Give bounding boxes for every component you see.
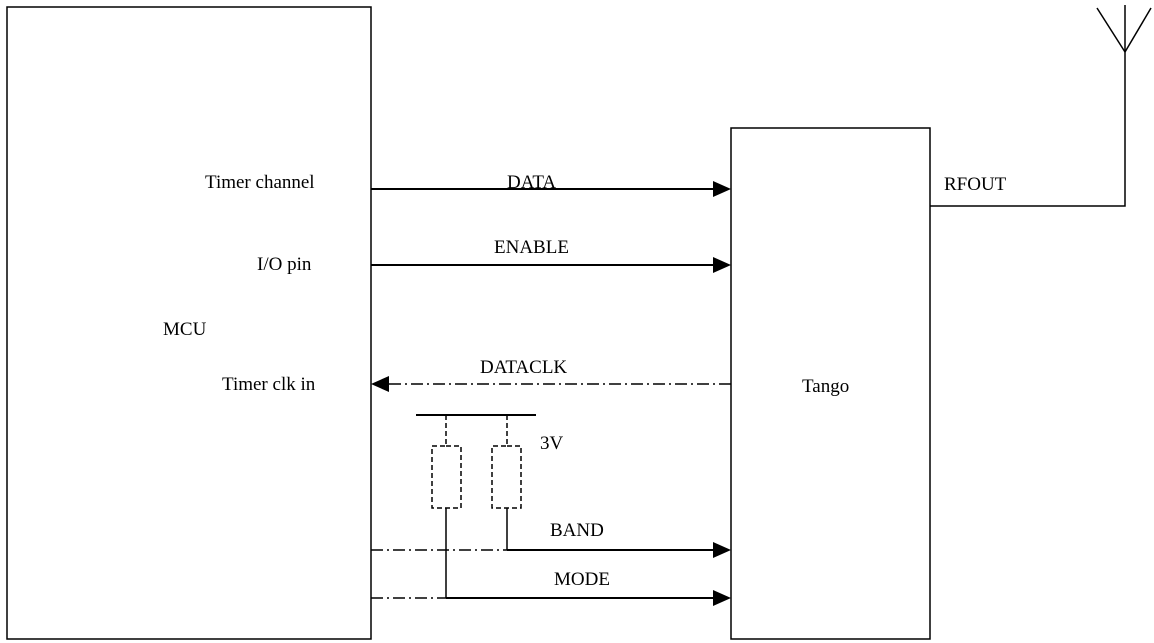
band-pullup-resistor — [491, 415, 522, 550]
antenna-icon — [1096, 5, 1152, 53]
rfout-label: RFOUT — [944, 174, 1007, 195]
timer-clk-in-label: Timer clk in — [222, 374, 316, 395]
mcu-block — [6, 6, 372, 640]
data-signal-label: DATA — [507, 172, 556, 193]
mcu-label: MCU — [163, 319, 207, 340]
rfout-line — [930, 52, 1126, 207]
enable-signal-label: ENABLE — [494, 237, 569, 258]
tango-label: Tango — [802, 376, 849, 397]
mode-pullup-resistor — [431, 415, 462, 598]
dataclk-signal-label: DATACLK — [480, 357, 567, 378]
mode-signal-line — [371, 590, 731, 606]
dataclk-signal-line — [371, 376, 731, 392]
io-pin-label: I/O pin — [257, 254, 312, 275]
timer-channel-label: Timer channel — [205, 172, 315, 193]
supply-voltage-label: 3V — [540, 433, 564, 454]
enable-signal-line — [371, 257, 731, 273]
data-signal-line — [371, 181, 731, 197]
mode-signal-label: MODE — [554, 569, 610, 590]
band-signal-label: BAND — [550, 520, 604, 541]
band-signal-line — [371, 542, 731, 558]
